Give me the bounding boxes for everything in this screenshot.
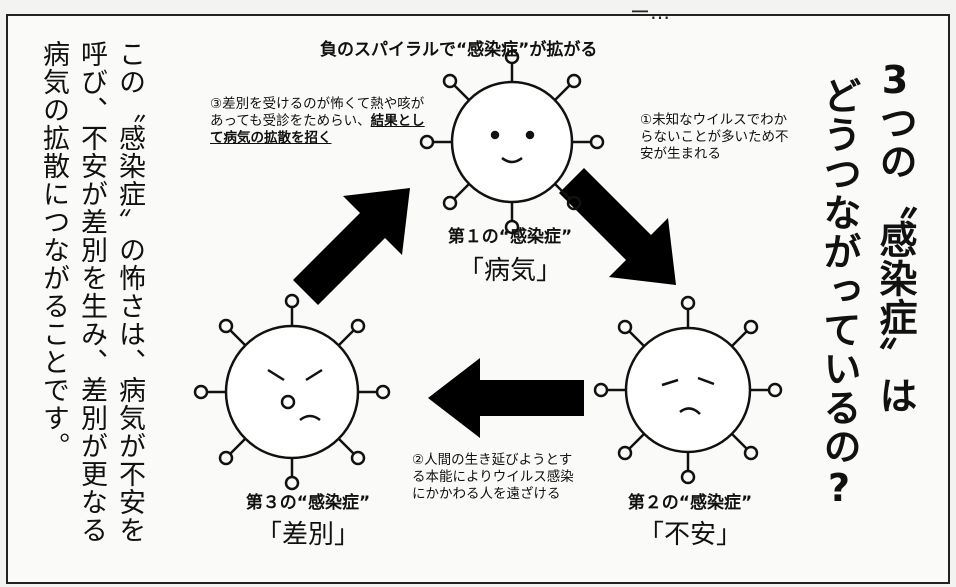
node-anxiety-sub: 第２の“感染症” [627, 493, 753, 513]
virus-disease-icon [419, 49, 605, 235]
note-disease-spread: ③差別を受けるのが怖くて熱や咳があっても受診をためらい、結果として病気の拡散を招… [210, 96, 430, 147]
summary-line-2: 呼び、不安が差別を生み、差別が更なる [76, 40, 107, 544]
node-disease-sub: 第１の“感染症” [447, 227, 573, 247]
node-anxiety-name: 「不安」 [637, 520, 742, 550]
summary-line-3: 病気の拡散につながることです。 [38, 40, 69, 460]
title-line-1: 3つの〝感染症〟は [873, 58, 917, 415]
summary-line-1: この〝感染症〟の怖さは、病気が不安を [114, 40, 145, 544]
title-line-2: どうつながっているの? [817, 76, 861, 511]
note-disease-spread-underlined: 結果として病気の拡散を招く [210, 113, 425, 146]
arrow-anxiety-to-discrimination [428, 358, 584, 438]
note-disease-spread-text: ③差別を受けるのが怖くて熱や咳があっても受診をためらい、 [210, 96, 425, 129]
diagram-heading: 負のスパイラルで“感染症”が拡がる [320, 40, 598, 60]
virus-anxiety-icon [593, 295, 783, 485]
note-discrimination-cause: ②人間の生き延びようとする本能によりウイルス感染にかかわる人を遠ざける [412, 452, 574, 502]
arrow-discrimination-to-disease [293, 188, 410, 305]
note-anxiety-cause: ①未知なウイルスでわからないことが多いため不安が生まれる [640, 112, 789, 162]
arrow-disease-to-anxiety [559, 168, 676, 285]
top-fragment: ー… [630, 0, 670, 24]
virus-discrimination-icon [193, 293, 391, 491]
node-discrimination-sub: 第３の“感染症” [245, 493, 371, 513]
node-discrimination-name: 「差別」 [255, 520, 360, 550]
node-disease-name: 「病気」 [457, 256, 562, 286]
